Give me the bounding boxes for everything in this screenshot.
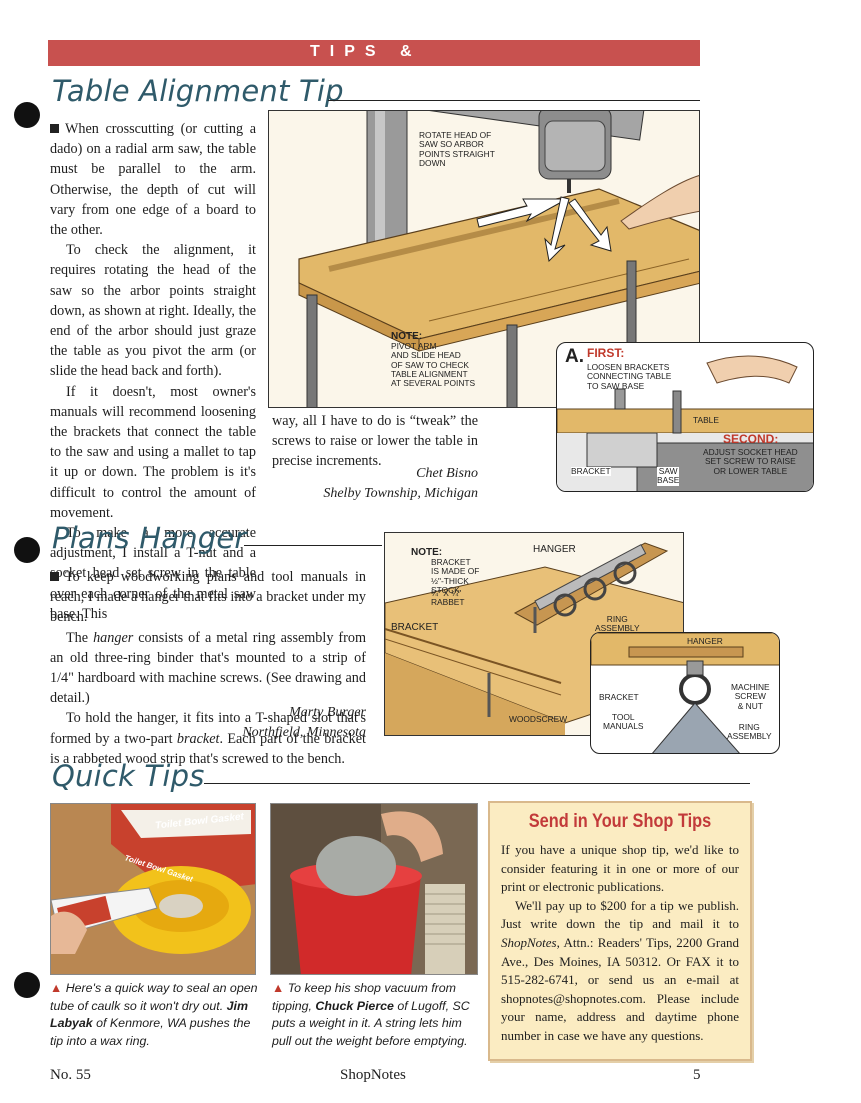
label-hanger: HANGER xyxy=(533,544,576,555)
table-alignment-paragraph-1: When crosscutting (or cutting a dado) on… xyxy=(50,121,256,239)
quick-tips-title: Quick Tips xyxy=(52,759,205,793)
shop-vacuum-caption: ▲ To keep his shop vacuum from tipping, … xyxy=(272,981,470,1048)
label-first-heading: FIRST: xyxy=(587,346,625,360)
credit-name: Marty Burger xyxy=(289,705,366,720)
footer-page-number: 5 xyxy=(693,1067,701,1083)
label-first-text: LOOSEN BRACKETS CONNECTING TABLE TO SAW … xyxy=(587,362,672,391)
send-shop-tips-body: If you have a unique shop tip, we'd like… xyxy=(501,841,739,1046)
label-bracket: BRACKET xyxy=(391,622,439,633)
binder-hole-middle xyxy=(14,537,40,563)
detail-label-bracket: BRACKET xyxy=(599,692,639,702)
caption-triangle-icon: ▲ xyxy=(50,981,63,995)
detail-label-machine-screw: MACHINE SCREW & NUT xyxy=(731,682,770,711)
label-second-heading: SECOND: xyxy=(723,432,779,446)
bullet-square-icon xyxy=(50,572,59,581)
label-rotate-head: ROTATE HEAD OF SAW SO ARBOR POINTS STRAI… xyxy=(419,130,495,169)
table-alignment-body: When crosscutting (or cutting a dado) on… xyxy=(50,119,256,624)
table-alignment-paragraph-2: To check the alignment, it requires rota… xyxy=(50,242,256,380)
bullet-square-icon xyxy=(50,124,59,133)
plans-hanger-title-rule xyxy=(244,545,382,546)
section-header-band: TIPS & xyxy=(48,40,700,66)
label-rabbet: ¼" x ¼" RABBET xyxy=(431,588,465,608)
section-header-label: TIPS & xyxy=(310,43,422,60)
plans-hanger-credit: Marty Burger Northfield, Minnesota xyxy=(160,703,366,743)
detail-letter-a: a. xyxy=(565,346,584,367)
credit-place: Shelby Township, Michigan xyxy=(323,486,478,501)
label-bracket: BRACKET xyxy=(571,466,611,477)
plans-hanger-detail: HANGER BRACKET TOOL MANUALS MACHINE SCRE… xyxy=(590,632,780,754)
label-table: TABLE xyxy=(693,415,719,425)
table-alignment-title-rule xyxy=(328,100,700,101)
caulk-tube-photo-drawing xyxy=(51,804,255,974)
label-saw-base: SAW BASE xyxy=(657,466,680,486)
caulk-tube-photo: Toilet Bowl Gasket Toilet Bowl Gasket xyxy=(50,803,256,975)
plans-hanger-paragraph-3: To hold the hanger, it fits into a T-sha… xyxy=(50,710,366,767)
shop-vacuum-photo-drawing xyxy=(271,804,477,974)
footer-issue-number: No. 55 xyxy=(50,1067,91,1083)
label-ring-assembly: RING ASSEMBLY xyxy=(595,614,640,634)
detail-label-tool-manuals: TOOL MANUALS xyxy=(603,712,644,732)
credit-name: Chet Bisno xyxy=(416,466,478,481)
binder-hole-top xyxy=(14,102,40,128)
plans-hanger-body: To keep woodworking plans and tool manua… xyxy=(50,567,366,769)
plans-hanger-detail-drawing xyxy=(591,633,779,753)
send-shop-tips-title: Send in Your Shop Tips xyxy=(528,811,712,832)
radial-arm-saw-drawing xyxy=(298,111,699,407)
shop-vacuum-photo xyxy=(270,803,478,975)
label-note-bracket: NOTE: BRACKET IS MADE OF ½"-THICK STOCK xyxy=(411,547,480,596)
footer-magazine-name: ShopNotes xyxy=(340,1067,406,1083)
table-alignment-title: Table Alignment Tip xyxy=(52,74,344,108)
plans-hanger-paragraph-1: To keep woodworking plans and tool manua… xyxy=(50,569,366,626)
caulk-tip-caption: ▲ Here's a quick way to seal an open tub… xyxy=(50,981,258,1048)
detail-a-drawing xyxy=(557,355,813,491)
plans-hanger-title: Plans Hanger xyxy=(52,521,247,555)
label-woodscrew: WOODSCREW xyxy=(509,714,568,724)
send-tips-paragraph-1: If you have a unique shop tip, we'd like… xyxy=(501,842,739,895)
detail-label-hanger: HANGER xyxy=(687,636,723,647)
label-second-text: ADJUST SOCKET HEAD SET SCREW TO RAISE OR… xyxy=(703,447,798,476)
detail-label-ring-assembly: RING ASSEMBLY xyxy=(727,722,772,742)
quick-tips-title-rule xyxy=(204,783,750,784)
send-tips-paragraph-2: We'll pay up to $200 for a tip we publis… xyxy=(501,897,739,1043)
table-alignment-detail-a: a. FIRST: LOOSEN BRACKETS CONNECTING TAB… xyxy=(556,342,814,492)
table-alignment-credit: Chet Bisno Shelby Township, Michigan xyxy=(272,464,478,504)
table-alignment-continuation: way, all I have to do is “tweak” the scr… xyxy=(272,413,478,470)
plans-hanger-paragraph-2: The hanger consists of a metal ring asse… xyxy=(50,629,367,707)
table-alignment-paragraph-3: If it doesn't, most owner's manuals will… xyxy=(50,383,256,521)
binder-hole-bottom xyxy=(14,972,40,998)
label-note-pivot: NOTE: PIVOT ARM AND SLIDE HEAD OF SAW TO… xyxy=(391,331,476,389)
table-alignment-paragraph-4: To make a more accurate adjustment, I in… xyxy=(50,525,256,622)
caption-triangle-icon: ▲ xyxy=(272,981,285,995)
send-shop-tips-box: Send in Your Shop Tips If you have a uni… xyxy=(488,801,752,1061)
credit-place: Northfield, Minnesota xyxy=(242,725,366,740)
